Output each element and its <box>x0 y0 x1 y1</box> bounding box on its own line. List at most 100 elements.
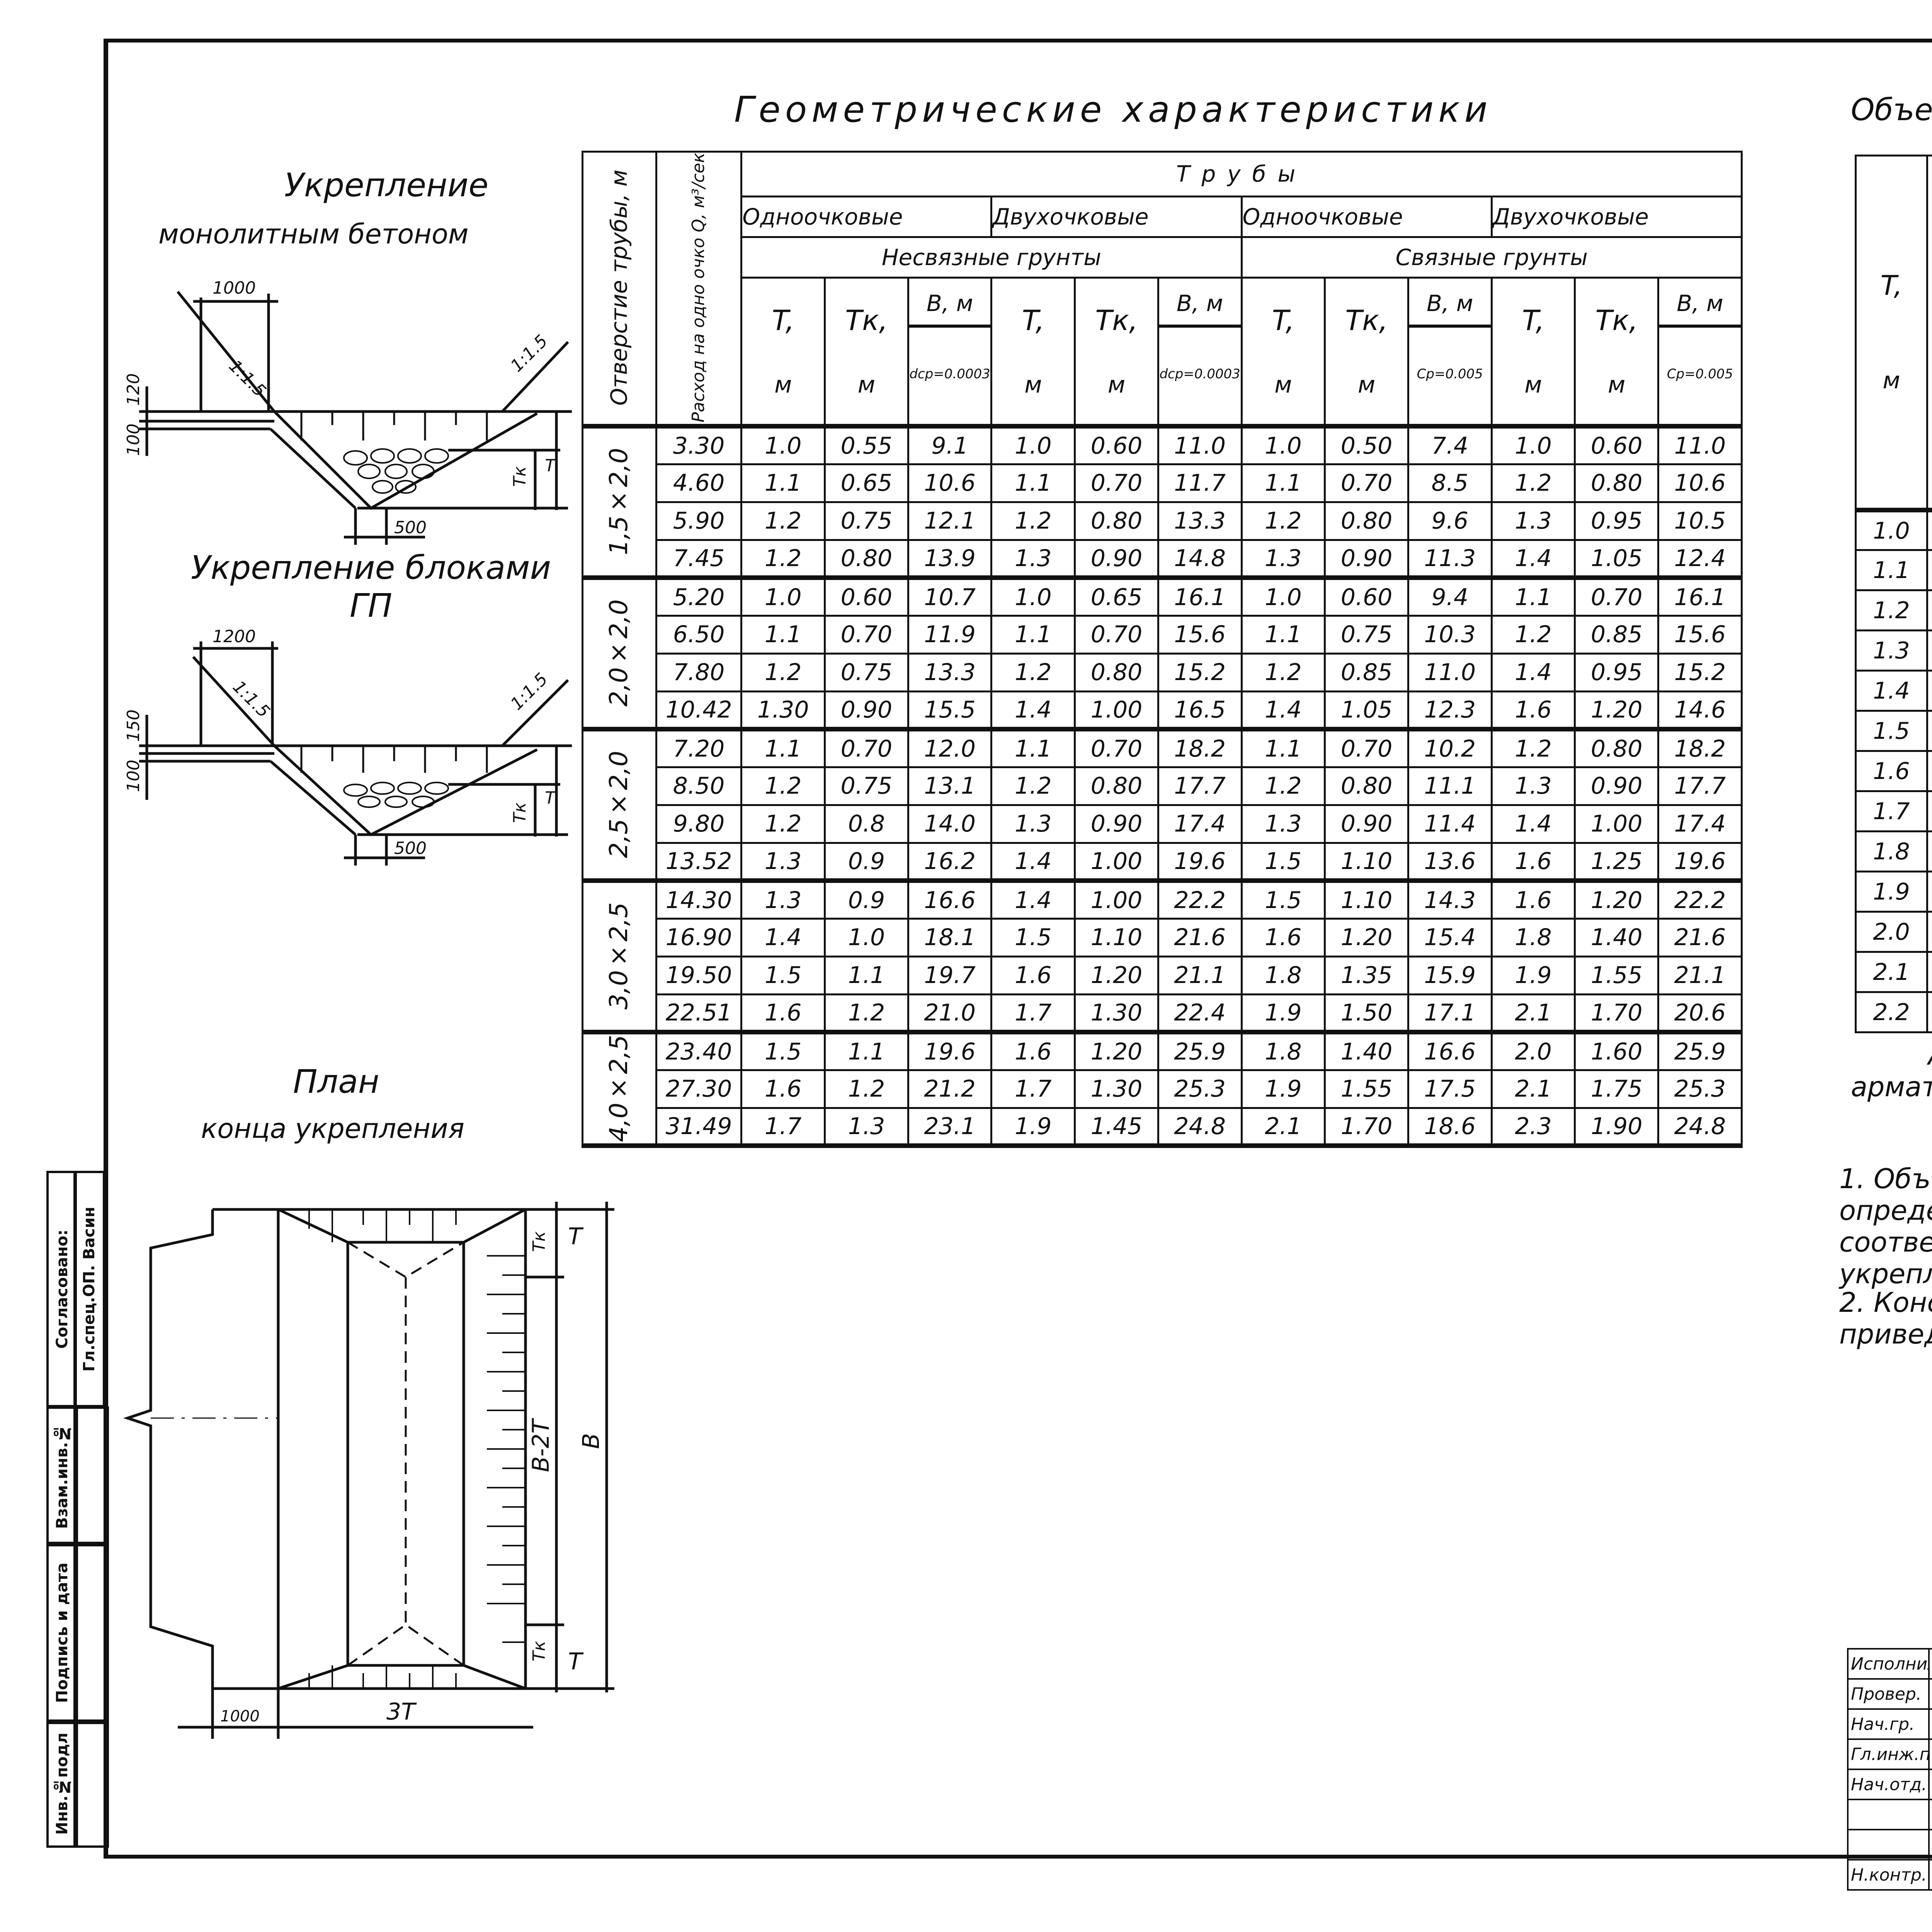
table-cell: 15.2 <box>1657 652 1743 692</box>
sign-date-value <box>73 1542 109 1724</box>
table-cell: 0.60 <box>824 577 909 617</box>
table-cell: 14.3 <box>1407 879 1493 920</box>
table-cell: 1.20 <box>1574 690 1660 732</box>
table-cell: 4.2 <box>1926 830 1932 873</box>
table-cell: 3.2 <box>1926 589 1932 632</box>
table-cell: 10.7 <box>907 577 993 617</box>
plan-subtitle: конца укрепления <box>201 1113 464 1145</box>
table-cell: 0.80 <box>1074 652 1159 692</box>
table-cell: 9.4 <box>1407 577 1493 617</box>
col-t-header: T,м <box>1490 276 1576 429</box>
stamp-name: Коен <box>1928 1738 1932 1770</box>
svg-text:1:1.5: 1:1.5 <box>507 669 552 714</box>
col-tk-header: Tк,м <box>1574 276 1660 429</box>
mono-dim-top: 1000 <box>213 278 256 298</box>
single-header-1: Одноочковые <box>740 195 993 238</box>
inv-replace-value <box>73 1406 109 1546</box>
table-cell: 1.6 <box>990 955 1076 995</box>
table-cell: 21.6 <box>1657 917 1743 957</box>
table-cell: 24.8 <box>1157 1107 1243 1148</box>
table-cell: 0.80 <box>1074 501 1159 541</box>
table-cell: 0.75 <box>824 766 909 806</box>
table-cell: 4.4 <box>1926 871 1932 913</box>
table-cell: 1.6 <box>1490 879 1576 920</box>
table-cell: 1.6 <box>1855 750 1928 793</box>
inv-orig-label: Инв.№подл <box>53 1732 71 1835</box>
table-cell: 2.1 <box>1855 951 1928 993</box>
table-cell: 0.95 <box>1574 501 1660 541</box>
stamp-role <box>1847 1829 1930 1861</box>
table-cell: 2.8 <box>1926 509 1932 551</box>
col-tk-header: Tк,м <box>824 276 909 429</box>
svg-text:T: T <box>545 788 556 808</box>
table-cell: 1.1 <box>740 614 826 655</box>
table-cell: 1.00 <box>1074 842 1159 883</box>
table-cell: 0.60 <box>1324 577 1409 617</box>
table-cell: 1.2 <box>1490 614 1576 655</box>
volumes-table-title: Объемы основных работ на 1 п.м конца укр… <box>1851 93 1932 128</box>
table-cell: 18.1 <box>907 917 993 957</box>
svg-text:T: T <box>568 1648 584 1675</box>
table-cell: 1.3 <box>1240 539 1326 580</box>
table-cell: 2.1 <box>1490 1069 1576 1109</box>
stamp-name: Еременко <box>1928 1648 1932 1680</box>
svg-text:B: B <box>578 1433 605 1449</box>
table-cell: 1.2 <box>824 993 909 1035</box>
table-cell: 10.2 <box>1407 728 1493 768</box>
table-cell: 19.6 <box>1157 842 1243 883</box>
table-cell: 1.6 <box>1490 690 1576 732</box>
table-cell: 21.6 <box>1157 917 1243 957</box>
table-cell: 1.45 <box>1074 1107 1159 1148</box>
table-cell: 1.9 <box>1855 871 1928 913</box>
table-cell: 1.6 <box>740 993 826 1035</box>
table-cell: 0.70 <box>1324 728 1409 768</box>
stamp-role: Нач.гр. <box>1847 1708 1930 1740</box>
svg-text:Tк: Tк <box>510 466 530 487</box>
table-cell: 1.0 <box>1855 509 1928 551</box>
table-cell: 1.2 <box>1240 652 1326 692</box>
table-cell: 1.3 <box>1855 629 1928 672</box>
table-cell: 12.0 <box>907 728 993 768</box>
table-cell: 1.5 <box>740 1031 826 1071</box>
table-cell: 1.5 <box>740 955 826 995</box>
cohesive-header: Связные грунты <box>1240 236 1743 279</box>
table-cell: 1.6 <box>990 1031 1076 1071</box>
table-cell: 15.6 <box>1157 614 1243 655</box>
table-cell: 1.4 <box>1855 670 1928 712</box>
table-cell: 16.1 <box>1157 577 1243 617</box>
discharge-header: Расход на одно очко Q, м³/сек <box>689 153 709 423</box>
table-cell: 0.60 <box>1074 425 1159 465</box>
table-cell: 1.2 <box>990 652 1076 692</box>
table-cell: 1.1 <box>1240 728 1326 768</box>
table-cell: 18.6 <box>1407 1107 1493 1148</box>
table-cell: 1.0 <box>990 425 1076 465</box>
table-cell: 19.7 <box>907 955 993 995</box>
table-cell: 1.0 <box>824 917 909 957</box>
svg-text:1200: 1200 <box>213 627 256 646</box>
table-cell: 1.0 <box>1490 425 1576 465</box>
inv-orig-value <box>73 1719 109 1848</box>
stamp-name: Чупаронова <box>1928 1708 1932 1740</box>
table-cell: 25.3 <box>1157 1069 1243 1109</box>
table-cell: 21.2 <box>907 1069 993 1109</box>
table-cell: 1.10 <box>1324 842 1409 883</box>
table-cell: 11.3 <box>1407 539 1493 580</box>
table-cell: 0.85 <box>1574 614 1660 655</box>
col-tk-header: Tк,м <box>1074 276 1159 429</box>
table-cell: 1.3 <box>1490 501 1576 541</box>
stamp-role: Исполнил <box>1847 1648 1930 1680</box>
agreed-person-cell: Гл.спец.ОП. Васин <box>73 1171 105 1407</box>
table-cell: 1.9 <box>1240 1069 1326 1109</box>
table-cell: 14.30 <box>655 879 743 920</box>
geometry-table: Отверстие трубы, м Расход на одно очко Q… <box>582 151 1743 1148</box>
stamp-role: Провер. <box>1847 1678 1930 1710</box>
table-cell: 0.90 <box>824 690 909 732</box>
table-cell: 1.0 <box>740 425 826 465</box>
table-cell: 21.1 <box>1657 955 1743 995</box>
table-cell: 16.6 <box>907 879 993 920</box>
stamp-role <box>1847 1799 1930 1830</box>
